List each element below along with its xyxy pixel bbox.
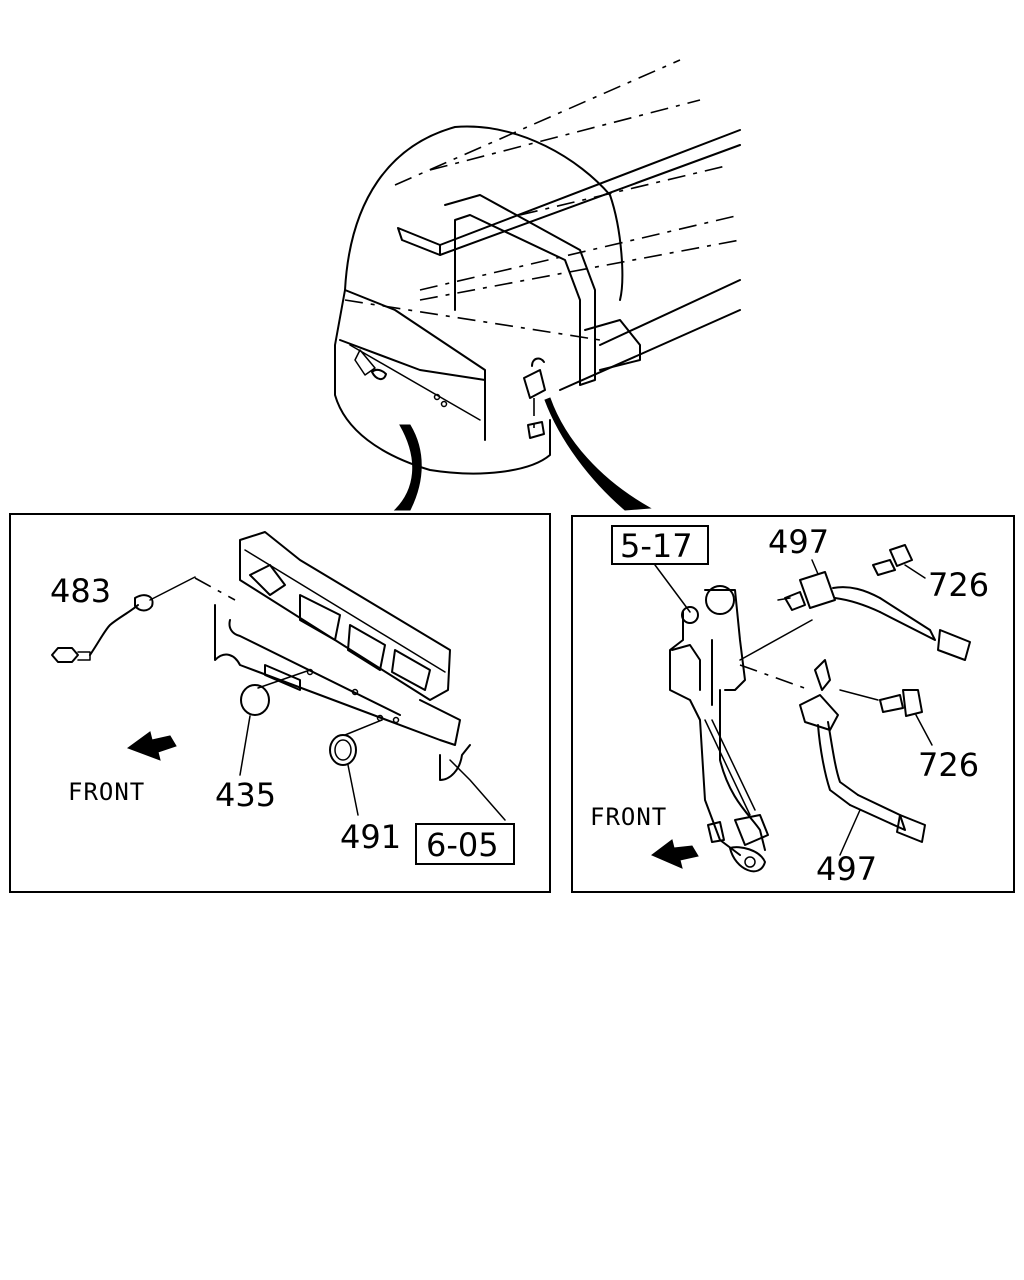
front-label-left: FRONT [68, 778, 145, 806]
front-arrow-right [651, 839, 699, 869]
label-491: 491 [340, 818, 401, 856]
switch-497-bottom [799, 659, 926, 856]
front-label-right: FRONT [590, 803, 667, 831]
sensor-483 [51, 576, 196, 663]
label-483: 483 [50, 572, 111, 610]
ref-label-6-05: 6-05 [426, 826, 499, 864]
label-435: 435 [215, 776, 276, 814]
label-726-bottom: 726 [918, 746, 979, 784]
seal-491 [329, 719, 383, 816]
bolt-726-top [872, 544, 926, 579]
crossmember-assembly [194, 531, 506, 821]
right-panel-frame [571, 515, 1015, 893]
ref-label-5-17: 5-17 [620, 527, 693, 565]
bolt-726-bottom [839, 689, 933, 746]
lock-cylinder-assembly [654, 564, 813, 873]
label-497-bottom: 497 [816, 850, 877, 888]
label-497-top: 497 [768, 523, 829, 561]
switch-497-top [777, 559, 971, 661]
front-arrow-left [126, 731, 177, 761]
cab-overview [334, 59, 741, 511]
ref-box-6-05 [415, 823, 515, 865]
label-726-top: 726 [928, 566, 989, 604]
ref-box-5-17 [611, 525, 709, 565]
left-panel-frame [9, 513, 551, 893]
cap-435 [239, 669, 311, 776]
